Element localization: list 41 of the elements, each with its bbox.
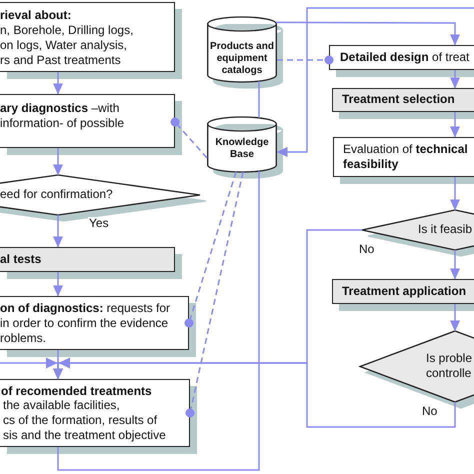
database-cylinder — [207, 17, 277, 82]
arrow — [450, 304, 460, 332]
question-text: Is it feasib — [418, 222, 472, 237]
step-text: n, Borehole, Drilling logs, on logs, Water analysis, rs and Past treatments — [0, 23, 134, 68]
arrow — [276, 22, 460, 46]
arrow — [450, 112, 460, 138]
store-label: Products and equipment catalogs — [209, 41, 275, 77]
dashed-connector — [186, 172, 244, 418]
arrow — [53, 148, 63, 176]
decision-diamond — [0, 175, 200, 215]
arrow — [450, 70, 460, 89]
edge-label: No — [421, 405, 438, 418]
dashed-connector — [184, 172, 237, 328]
step-text: Detailed design of treat — [340, 50, 470, 65]
arrow — [450, 250, 460, 280]
arrow — [53, 72, 63, 95]
arrow — [53, 215, 63, 248]
database-cylinder — [207, 117, 277, 172]
step-text: al tests — [0, 252, 42, 267]
step-text: the available facilities, cs of the formation, results of sis and the treatment objective — [3, 398, 166, 443]
step-text: Evaluation of technical feasibility — [343, 142, 468, 172]
edge-label: Yes — [88, 217, 110, 230]
step-heading: of recomended treatments — [1, 384, 152, 399]
question-text: Is proble controlle — [426, 351, 472, 381]
dashed-connector — [277, 56, 334, 64]
arrow — [276, 7, 474, 157]
step-heading: rieval about: — [0, 8, 72, 23]
decision-diamond — [360, 331, 474, 402]
edge-label: No — [358, 243, 376, 256]
step-text: ary diagnostics –with information- of possible — [0, 101, 124, 131]
arrow — [53, 272, 63, 297]
connector-line — [57, 171, 260, 471]
store-label: Knowledge Base — [214, 137, 270, 161]
question-text: eed for confirmation? — [0, 187, 113, 202]
arrow — [0, 362, 63, 380]
step-text: Treatment selection — [342, 92, 455, 107]
step-text: Treatment application — [342, 284, 466, 299]
connector-line — [258, 81, 260, 118]
dashed-connector — [170, 118, 208, 158]
arrow — [450, 177, 460, 211]
step-text: on of diagnostics: requests for in order to confirm the evidence roblems. — [0, 301, 170, 346]
